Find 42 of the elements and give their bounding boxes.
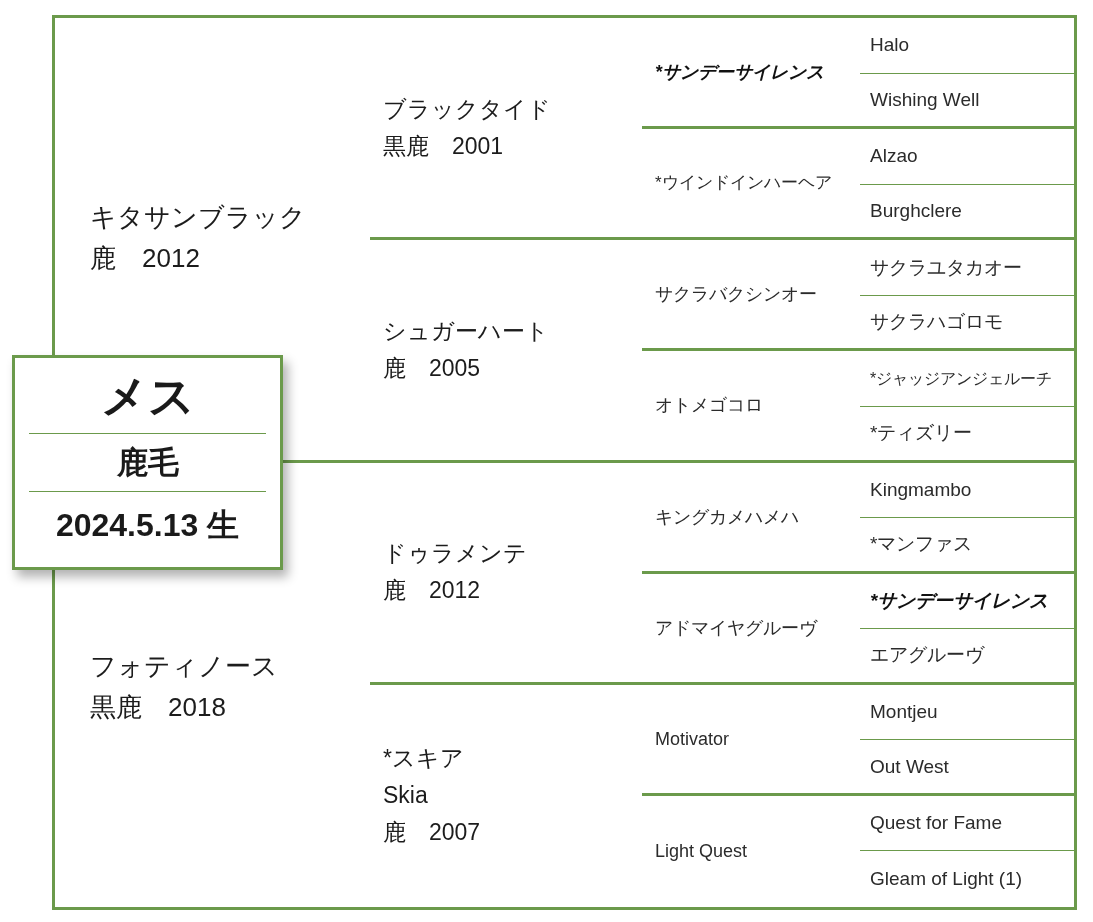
horse-name: サクラバクシンオー: [655, 283, 817, 307]
horse-name: Alzao: [870, 144, 918, 169]
horse-name: サクラハゴロモ: [870, 310, 1003, 335]
horse-name: Burghclere: [870, 198, 962, 223]
horse-name: Wishing Well: [870, 87, 980, 112]
pedigree-frame: [52, 15, 1077, 910]
horse-name: エアグルーヴ: [870, 643, 984, 668]
horse-name: *ティズリー: [870, 421, 973, 446]
birth-date: 2024.5.13 生: [55, 508, 240, 541]
horse-name: オトメゴコロ: [655, 394, 763, 418]
horse-name: Montjeu: [870, 700, 938, 725]
horse-name: *ウインドインハーヘア: [655, 172, 832, 195]
horse-name: Light Quest: [655, 840, 748, 864]
sex-label: メス: [100, 372, 195, 419]
horse-name: サクラユタカオー: [870, 255, 1022, 280]
coat-and-birth-year: 黒鹿 2018: [90, 691, 226, 724]
horse-name: Halo: [870, 33, 910, 58]
horse-name: *サンデーサイレンス: [870, 588, 1049, 613]
horse-name: Kingmambo: [870, 477, 972, 502]
horse-name: ブラックタイド: [383, 94, 551, 124]
horse-name: シュガーハート: [383, 316, 549, 346]
horse-name: *スキア: [383, 744, 464, 774]
coat-and-birth-year: 鹿 2007: [383, 818, 481, 848]
foal-card: [12, 355, 283, 570]
horse-name: Out West: [870, 754, 949, 779]
horse-name: *マンファス: [870, 532, 973, 557]
coat-and-birth-year: 黒鹿 2001: [383, 131, 504, 161]
horse-name: フォティノース: [90, 650, 278, 683]
english-name: Skia: [383, 781, 428, 811]
coat-and-birth-year: 鹿 2012: [383, 576, 481, 606]
horse-name: Gleam of Light (1): [870, 867, 1023, 892]
horse-name: ドゥラメンテ: [383, 539, 527, 569]
coat-and-birth-year: 鹿 2005: [383, 353, 481, 383]
horse-name: アドマイヤグルーヴ: [655, 616, 817, 640]
coat-and-birth-year: 鹿 2012: [90, 242, 200, 275]
horse-name: Motivator: [655, 727, 730, 751]
coat-color: 鹿毛: [116, 447, 179, 478]
horse-name: キタサンブラック: [90, 201, 306, 234]
horse-name: キングカメハメハ: [655, 505, 799, 529]
horse-name: *サンデーサイレンス: [655, 61, 824, 85]
horse-name: *ジャッジアンジェルーチ: [870, 368, 1053, 389]
horse-name: Quest for Fame: [870, 811, 1002, 836]
